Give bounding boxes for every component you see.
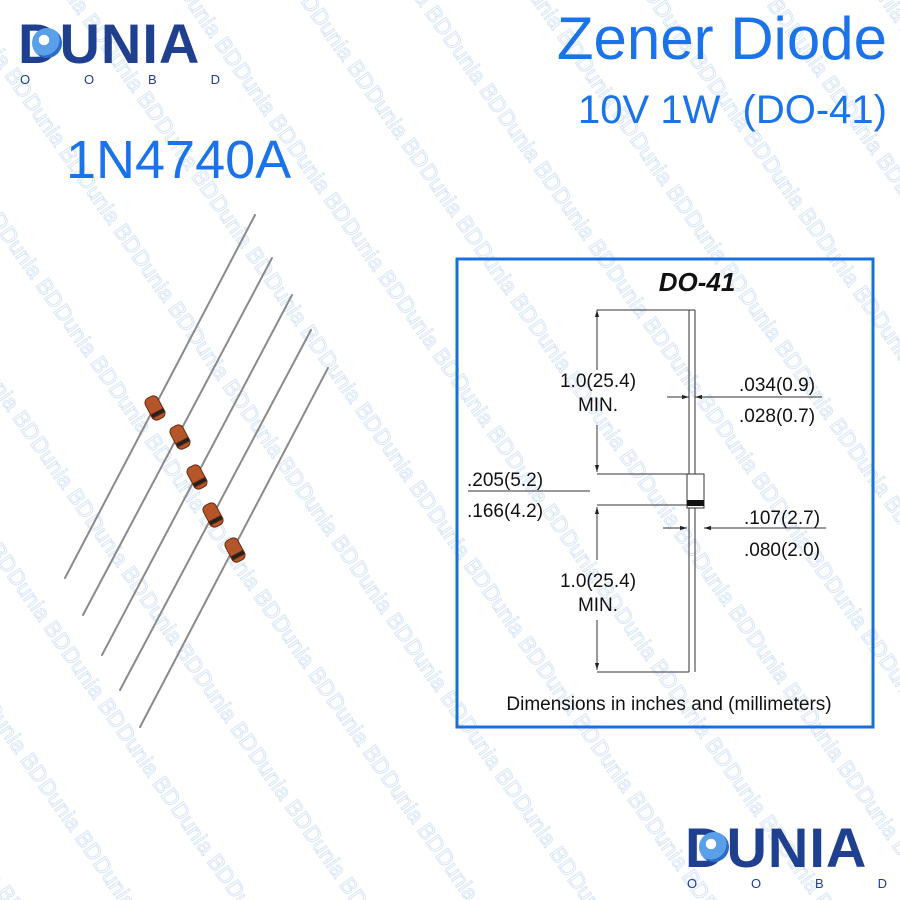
diode-lead: [64, 214, 256, 579]
lead-length-label: 1.0(25.4): [560, 371, 636, 392]
body-dia-max: .107(2.7): [744, 508, 820, 529]
dimensions-caption: Dimensions in inches and (millimeters): [506, 694, 831, 715]
cathode-band: [687, 500, 704, 506]
body-len-min: .166(4.2): [467, 501, 543, 522]
logo-sub-letter: B: [148, 72, 157, 87]
lead-length-bottom-note: MIN.: [578, 595, 618, 616]
body-len-max: .205(5.2): [467, 470, 543, 491]
diode-body: [169, 424, 191, 450]
brand-logo: DUNIA O O B D: [18, 14, 220, 88]
lead-length-note: MIN.: [578, 395, 618, 416]
lead-length-bottom-label: 1.0(25.4): [560, 571, 636, 592]
product-title: Zener Diode: [556, 5, 887, 72]
logo-sub-letter: B: [815, 876, 824, 891]
logo-sub-letter: O: [751, 876, 762, 891]
logo-sub-letter: D: [877, 876, 887, 891]
diode-body: [186, 464, 208, 490]
diode-body: [202, 502, 224, 528]
diagram-frame: [455, 257, 875, 729]
product-subtitle: 10V 1W (DO-41): [578, 88, 887, 132]
logo-sub-letter: D: [210, 72, 220, 87]
logo-sub-letter: O: [20, 72, 31, 87]
diode-body: [144, 395, 166, 421]
logo-sub: O O B D: [20, 72, 220, 87]
body-dia-min: .080(2.0): [744, 540, 820, 561]
logo-sub-letter: O: [84, 72, 95, 87]
logo-sub: O O B D: [687, 876, 887, 891]
package-label: DO-41: [659, 267, 736, 297]
globe-icon: [699, 832, 729, 862]
globe-icon: [32, 28, 62, 58]
part-number: 1N4740A: [66, 130, 292, 190]
logo-sub-letter: O: [687, 876, 698, 891]
brand-logo-bottom: DUNIA O O B D: [685, 818, 887, 892]
lead-dia-max: .034(0.9): [739, 375, 815, 396]
lead-dia-min: .028(0.7): [739, 406, 815, 427]
diode-body: [224, 537, 246, 563]
